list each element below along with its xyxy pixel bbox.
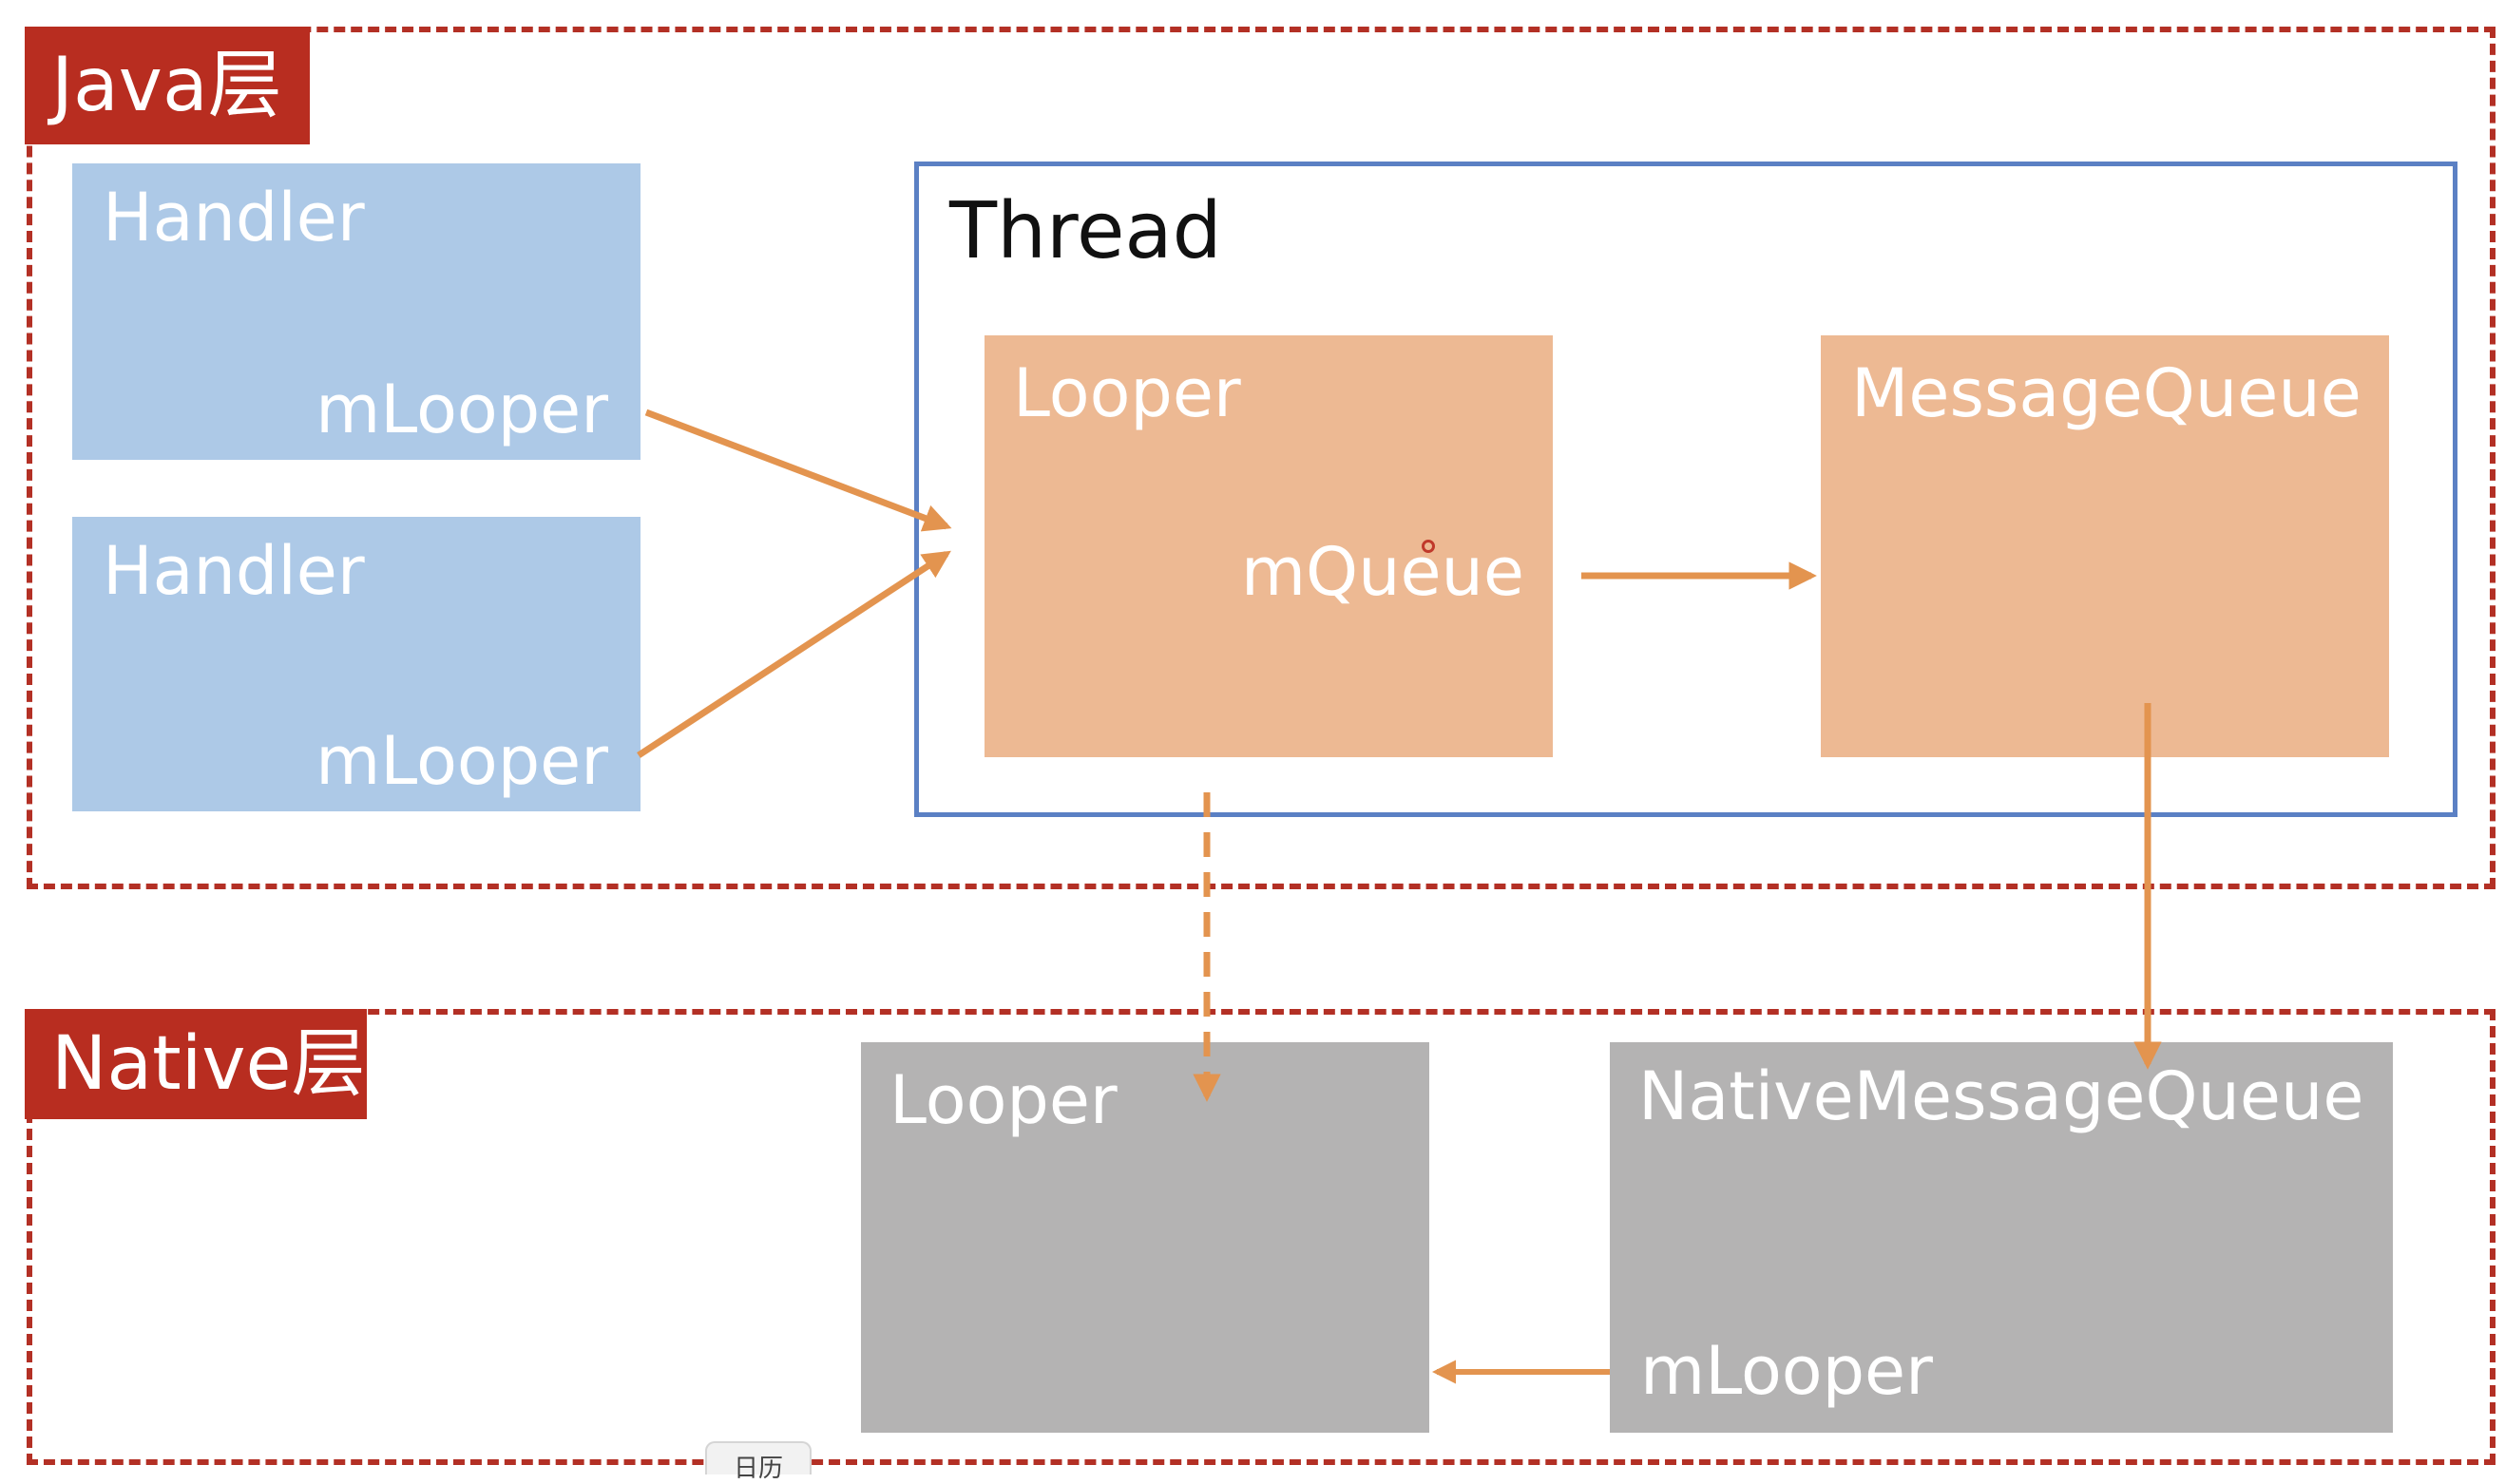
java-message-queue-title: MessageQueue <box>1851 354 2362 432</box>
java-layer-tag: Java层 <box>25 27 310 144</box>
native-message-queue-title: NativeMessageQueue <box>1638 1057 2364 1135</box>
handler-1-mlooper: mLooper <box>316 371 608 448</box>
java-looper-title: Looper <box>1013 354 1241 432</box>
native-message-queue-box: NativeMessageQueue mLooper <box>1610 1042 2393 1433</box>
java-message-queue-box: MessageQueue <box>1821 335 2389 757</box>
native-layer-tag: Native层 <box>25 1009 367 1119</box>
native-layer-label: Native层 <box>51 1021 366 1107</box>
calendar-taskbar-tab[interactable]: 日历 <box>705 1441 812 1483</box>
handler-box-2: Handler mLooper <box>72 517 641 811</box>
calendar-tab-label: 日历 <box>733 1455 783 1483</box>
cursor-indicator-icon <box>1422 540 1435 553</box>
java-looper-mqueue: mQueue <box>1240 533 1524 611</box>
handler-box-1: Handler mLooper <box>72 163 641 460</box>
java-layer-label: Java层 <box>51 43 282 128</box>
java-layer-region <box>27 27 2495 889</box>
handler-2-mlooper: mLooper <box>316 722 608 800</box>
java-looper-box: Looper mQueue <box>985 335 1553 757</box>
handler-1-title: Handler <box>103 179 365 257</box>
native-looper-box: Looper <box>861 1042 1429 1433</box>
native-layer-region <box>27 1009 2495 1465</box>
handler-2-title: Handler <box>103 532 365 610</box>
arrow-handler2-to-looper <box>637 550 951 758</box>
arrow-handler1-to-looper <box>644 409 952 532</box>
native-looper-title: Looper <box>889 1061 1118 1139</box>
native-message-queue-mlooper: mLooper <box>1640 1332 1933 1410</box>
thread-title: Thread <box>949 186 1222 276</box>
